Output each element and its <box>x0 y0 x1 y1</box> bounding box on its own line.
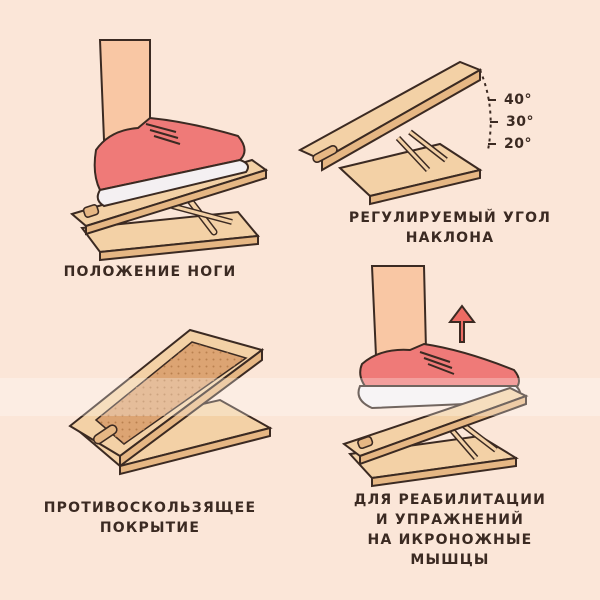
caption-rehabilitation: ДЛЯ РЕАБИЛИТАЦИИ И УПРАЖНЕНИЙ НА ИКРОНОЖ… <box>300 490 600 570</box>
caption-line: ДЛЯ РЕАБИЛИТАЦИИ <box>353 492 547 508</box>
watermark-band <box>0 378 600 416</box>
caption-line: ПОЛОЖЕНИЕ НОГИ <box>63 264 237 280</box>
caption-adjustable-angle: РЕГУЛИРУЕМЫЙ УГОЛ НАКЛОНА <box>300 208 600 248</box>
caption-line: ПРОТИВОСКОЛЬЗЯЩЕЕ <box>43 500 257 516</box>
caption-anti-slip: ПРОТИВОСКОЛЬЗЯЩЕЕ ПОКРЫТИЕ <box>0 498 300 538</box>
adjustable-board-illustration <box>297 60 498 206</box>
panel-anti-slip: ПРОТИВОСКОЛЬЗЯЩЕЕ ПОКРЫТИЕ <box>0 300 300 600</box>
footrest-with-foot-illustration <box>69 39 269 262</box>
caption-line: РЕГУЛИРУЕМЫЙ УГОЛ <box>348 210 552 226</box>
panel-foot-position: ПОЛОЖЕНИЕ НОГИ <box>0 0 300 300</box>
panel-adjustable-angle: 40° 30° 20° РЕГУЛИРУЕМЫЙ УГОЛ НАКЛОНА <box>297 0 600 300</box>
caption-line: НА ИКРОНОЖНЫЕ <box>367 532 533 548</box>
panel-rehabilitation: ДЛЯ РЕАБИЛИТАЦИИ И УПРАЖНЕНИЙ НА ИКРОНОЖ… <box>300 260 600 600</box>
angle-label-40: 40° <box>504 92 532 108</box>
caption-line: И УПРАЖНЕНИЙ <box>375 512 525 528</box>
anti-slip-board-illustration <box>68 328 273 476</box>
angle-label-20: 20° <box>504 136 532 152</box>
caption-foot-position: ПОЛОЖЕНИЕ НОГИ <box>40 262 260 282</box>
caption-line: НАКЛОНА <box>405 230 495 246</box>
rehab-exercise-illustration <box>341 265 529 488</box>
angle-label-30: 30° <box>506 114 534 130</box>
caption-line: МЫШЦЫ <box>410 552 490 568</box>
caption-line: ПОКРЫТИЕ <box>99 520 201 536</box>
